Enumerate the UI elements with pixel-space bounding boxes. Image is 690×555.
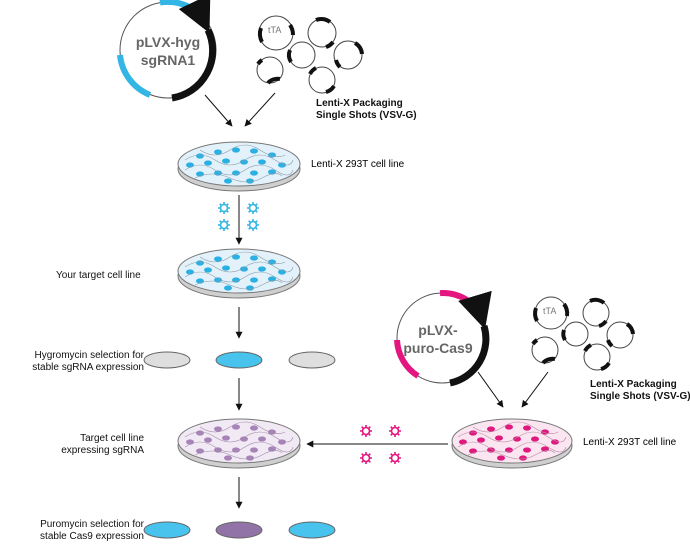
hygro-selection-dishes bbox=[143, 351, 336, 369]
label-puromycin-line2: stable Cas9 expression bbox=[40, 531, 144, 542]
packaging-label-1-line1: Lenti-X Packaging bbox=[316, 98, 403, 109]
dish-target-purple bbox=[177, 418, 301, 469]
plasmid-puro-cas9: pLVX- puro-Cas9 bbox=[394, 290, 492, 387]
plasmid2-label-2: puro-Cas9 bbox=[403, 340, 472, 356]
packaging-label-2: Lenti-X Packaging Single Shots (VSV-G) bbox=[590, 379, 690, 403]
label-293t-1: Lenti-X 293T cell line bbox=[311, 159, 405, 170]
plasmid2-label-1: pLVX- bbox=[418, 322, 458, 338]
packaging-plasmids-1: tTA bbox=[256, 15, 364, 94]
plasmid1-label-1: pLVX-hyg bbox=[136, 34, 200, 50]
packaging-plasmids-2: tTA bbox=[531, 296, 635, 371]
packaging-label-1: Lenti-X Packaging Single Shots (VSV-G) bbox=[316, 98, 417, 122]
label-hygromycin: Hygromycin selection for stable sgRNA ex… bbox=[4, 350, 144, 374]
arrow-packaging2-to-dish bbox=[521, 371, 549, 408]
dish-293t-magenta bbox=[451, 418, 573, 469]
dish-target-blue bbox=[177, 248, 301, 299]
label-target-expressing-line2: expressing sgRNA bbox=[61, 445, 144, 456]
label-target-expressing: Target cell line expressing sgRNA bbox=[4, 433, 144, 457]
arrow-plasmid1-to-dish bbox=[204, 94, 233, 127]
arrow-packaging1-to-dish bbox=[244, 92, 276, 127]
label-puromycin-line1: Puromycin selection for bbox=[40, 519, 144, 530]
plasmid1-label-2: sgRNA1 bbox=[141, 52, 196, 68]
virus-particles-magenta bbox=[360, 425, 401, 464]
dish-293t-blue bbox=[177, 141, 301, 192]
tta-label-1: tTA bbox=[268, 25, 281, 35]
tta-label-2: tTA bbox=[543, 306, 556, 316]
packaging-label-2-line2: Single Shots (VSV-G) bbox=[590, 391, 690, 402]
label-293t-2: Lenti-X 293T cell line bbox=[583, 437, 677, 448]
virus-particles-blue bbox=[218, 202, 259, 231]
plasmid-hyg-sgrna1: pLVX-hyg sgRNA1 bbox=[117, 0, 217, 102]
arrow-plasmid2-to-dish bbox=[477, 371, 504, 408]
label-hygromycin-line2: stable sgRNA expression bbox=[32, 362, 144, 373]
label-your-target: Your target cell line bbox=[56, 270, 141, 281]
puro-selection-dishes bbox=[143, 521, 336, 539]
label-hygromycin-line1: Hygromycin selection for bbox=[34, 350, 144, 361]
label-puromycin: Puromycin selection for stable Cas9 expr… bbox=[4, 519, 144, 543]
packaging-label-1-line2: Single Shots (VSV-G) bbox=[316, 110, 417, 121]
label-target-expressing-line1: Target cell line bbox=[80, 433, 144, 444]
packaging-label-2-line1: Lenti-X Packaging bbox=[590, 379, 677, 390]
